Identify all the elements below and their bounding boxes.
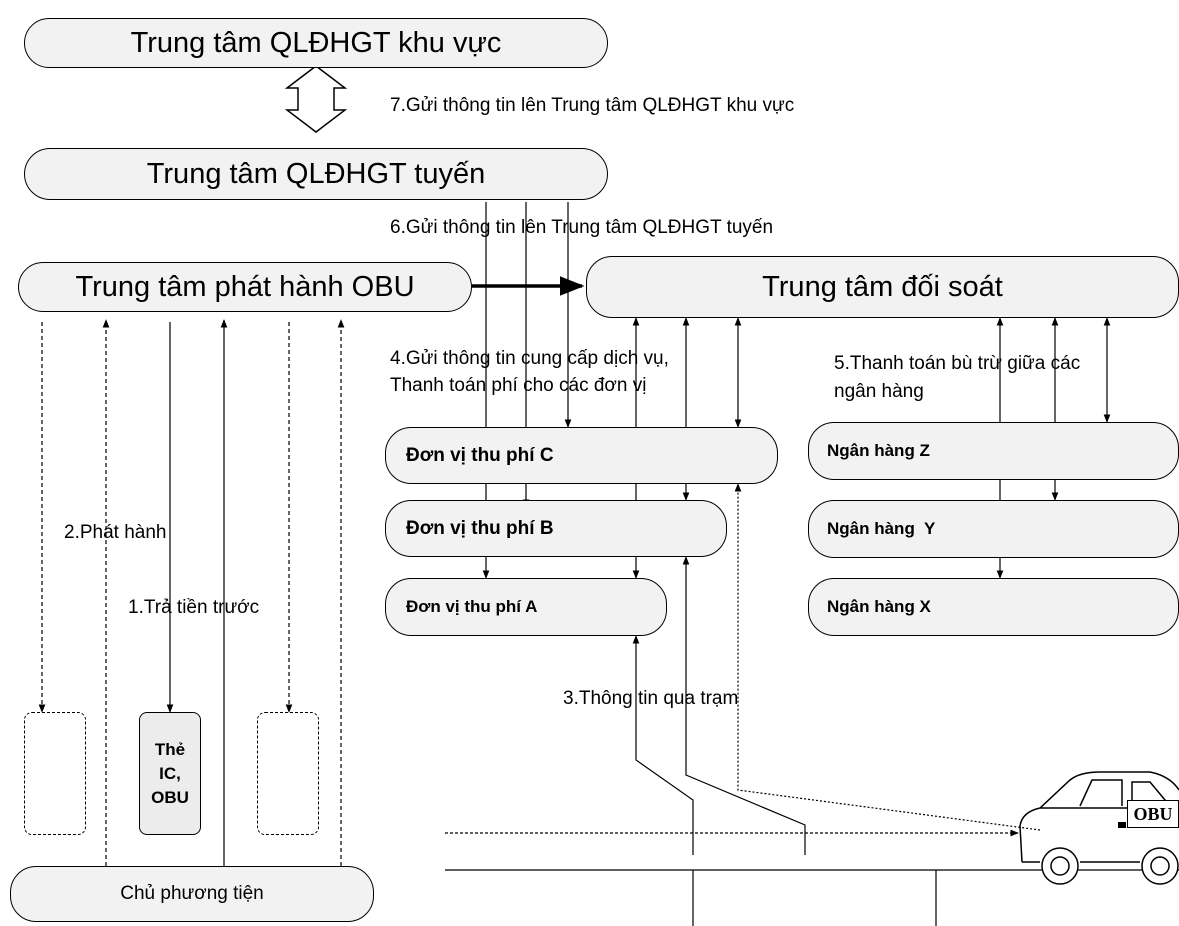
dashed-card-right bbox=[257, 712, 319, 835]
toll-unit-a-node: Đơn vị thu phí A bbox=[385, 578, 667, 636]
car-icon bbox=[1019, 771, 1179, 885]
regional-center-node: Trung tâm QLĐHGT khu vực bbox=[24, 18, 608, 68]
reconciliation-label: Trung tâm đối soát bbox=[762, 270, 1003, 303]
card-label-line1: Thẻ bbox=[154, 739, 186, 759]
toll-unit-c-label: Đơn vị thu phí C bbox=[406, 444, 554, 466]
station-to-toll-a-arrow bbox=[632, 635, 694, 855]
obu-tag: OBU bbox=[1127, 800, 1179, 828]
station-to-toll-b-arrow bbox=[682, 556, 806, 855]
vehicle-owner-node: Chủ phương tiện bbox=[10, 866, 374, 922]
reconciliation-node: Trung tâm đối soát bbox=[586, 256, 1179, 318]
step-3-label: 3.Thông tin qua trạm bbox=[563, 688, 739, 709]
card-ic-obu: Thẻ IC, OBU bbox=[139, 712, 201, 835]
toll-unit-b-label: Đơn vị thu phí B bbox=[406, 517, 554, 539]
station-to-toll-c-arrow bbox=[734, 483, 1041, 831]
step-7-label: 7.Gửi thông tin lên Trung tâm QLĐHGT khu… bbox=[390, 95, 795, 116]
step-6-label: 6.Gửi thông tin lên Trung tâm QLĐHGT tuy… bbox=[390, 217, 774, 238]
bank-x-label: Ngân hàng X bbox=[827, 597, 931, 616]
toll-unit-a-label: Đơn vị thu phí A bbox=[406, 597, 538, 616]
obu-tag-label: OBU bbox=[1133, 803, 1173, 824]
regional-route-double-arrow bbox=[284, 65, 348, 133]
obu-issuer-label: Trung tâm phát hành OBU bbox=[75, 270, 415, 303]
obu-issuer-node: Trung tâm phát hành OBU bbox=[18, 262, 472, 312]
step-4-label-line1: 4.Gửi thông tin cung cấp dịch vụ, bbox=[390, 348, 669, 369]
step-1-label: 1.Trả tiền trước bbox=[128, 597, 260, 618]
vehicle-owner-label: Chủ phương tiện bbox=[120, 883, 264, 904]
step-5-label-line2: ngân hàng bbox=[834, 381, 924, 402]
bank-z-label: Ngân hàng Z bbox=[827, 441, 930, 460]
card-label-line2: IC, bbox=[159, 763, 181, 783]
step-5-label-line1: 5.Thanh toán bù trừ giữa các bbox=[834, 353, 1081, 374]
bank-z-node: Ngân hàng Z bbox=[808, 422, 1179, 480]
route-center-label: Trung tâm QLĐHGT tuyến bbox=[146, 157, 486, 190]
dashed-card-left bbox=[24, 712, 86, 835]
bank-y-node: Ngân hàng Y bbox=[808, 500, 1179, 558]
toll-unit-b-node: Đơn vị thu phí B bbox=[385, 500, 727, 557]
route-center-node: Trung tâm QLĐHGT tuyến bbox=[24, 148, 608, 200]
card-label-line3: OBU bbox=[151, 787, 189, 807]
regional-center-label: Trung tâm QLĐHGT khu vực bbox=[130, 26, 502, 59]
bank-x-node: Ngân hàng X bbox=[808, 578, 1179, 636]
toll-unit-c-node: Đơn vị thu phí C bbox=[385, 427, 778, 484]
bank-y-label: Ngân hàng Y bbox=[827, 519, 936, 538]
step-4-label-line2: Thanh toán phí cho các đơn vị bbox=[390, 375, 647, 396]
step-2-label: 2.Phát hành bbox=[64, 522, 167, 543]
